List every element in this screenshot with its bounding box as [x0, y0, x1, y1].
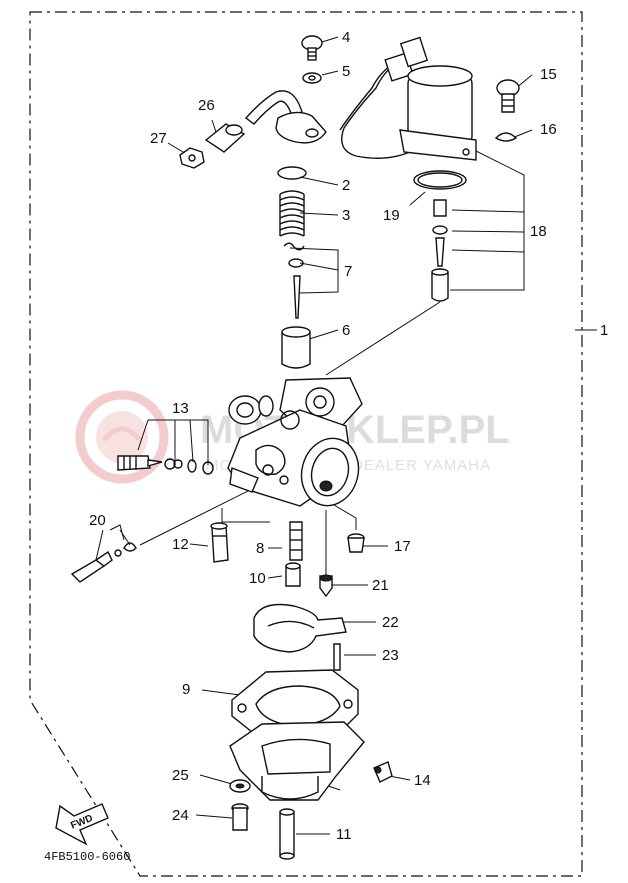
part-drain-14: [373, 761, 393, 783]
part-plunger-18: [431, 199, 449, 302]
callout-5: 5: [342, 63, 350, 80]
part-autochoke-19: [339, 36, 477, 190]
callout-17: 17: [394, 538, 411, 555]
part-fuel-pipe-26: [244, 90, 327, 144]
callout-labels: 1 2 3 4 5 6 7 8 9 10 11 12 13 14 15 16 1…: [89, 29, 608, 843]
callout-16: 16: [540, 121, 557, 138]
callout-2: 2: [342, 177, 350, 194]
callout-20: 20: [89, 512, 106, 529]
callout-21: 21: [372, 577, 389, 594]
part-pin-23: [333, 643, 341, 671]
part-pilot-screw-13: [117, 455, 214, 475]
watermark-logo-icon: [75, 390, 169, 484]
callout-9: 9: [182, 681, 190, 698]
callout-4: 4: [342, 29, 350, 46]
callout-15: 15: [540, 66, 557, 83]
callout-6: 6: [342, 322, 350, 339]
part-washer-25: [229, 779, 251, 793]
part-main-jet-10: [285, 562, 301, 587]
part-washer-5: [302, 72, 322, 84]
part-needle-7: [283, 242, 305, 319]
part-jet-12: [210, 522, 229, 563]
callout-1: 1: [600, 322, 608, 339]
part-screw-15: [496, 79, 520, 113]
part-sleeve-26b: [204, 123, 246, 153]
part-piston-6: [281, 326, 311, 369]
fwd-arrow-icon: FWD: [55, 803, 109, 846]
callout-25: 25: [172, 767, 189, 784]
part-float-valve-21: [319, 574, 333, 598]
part-screw-24: [231, 803, 249, 831]
callout-27: 27: [150, 130, 167, 147]
part-washer-16: [494, 132, 518, 142]
part-oring-2: [277, 166, 307, 180]
callout-8: 8: [256, 540, 264, 557]
part-float-bowl: [229, 721, 365, 801]
part-screw-4: [301, 35, 323, 61]
callout-18: 18: [530, 223, 547, 240]
callout-3: 3: [342, 207, 350, 224]
callout-12: 12: [172, 536, 189, 553]
callout-10: 10: [249, 570, 266, 587]
callout-26: 26: [198, 97, 215, 114]
callout-13: 13: [172, 400, 189, 417]
callout-23: 23: [382, 647, 399, 664]
part-needle-jet-8: [289, 521, 303, 561]
part-stop-screw-20: [70, 542, 137, 583]
callout-19: 19: [383, 207, 400, 224]
part-spring-3: [279, 190, 305, 237]
callout-14: 14: [414, 772, 431, 789]
callout-11: 11: [336, 826, 352, 843]
part-carburettor-body-1: [227, 377, 363, 507]
diagram-code: 4FB5100-6060: [44, 850, 130, 864]
part-plug-17: [347, 533, 365, 553]
callout-22: 22: [382, 614, 399, 631]
leader-lines: [95, 36, 597, 835]
callout-7: 7: [344, 263, 352, 280]
part-nut-27: [179, 147, 205, 169]
callout-24: 24: [172, 807, 189, 824]
part-hose-11: [279, 808, 295, 860]
assembly-boundary: [29, 11, 583, 877]
part-float-22: [253, 603, 347, 653]
